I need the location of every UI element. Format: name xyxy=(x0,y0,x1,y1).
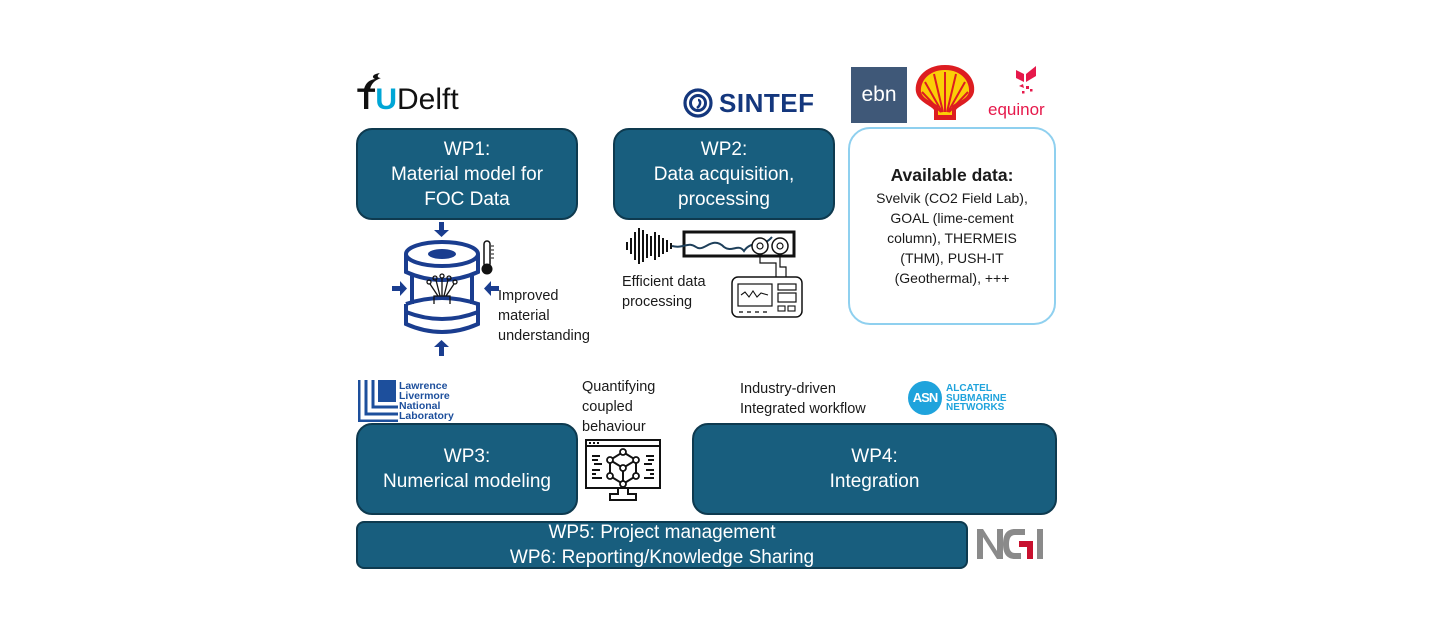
asn-line: ALCATEL xyxy=(946,383,992,394)
wp1-title: WP1: xyxy=(443,138,491,160)
ebn-wordmark: ebn xyxy=(861,83,897,106)
available-data-line: column), THERMEIS xyxy=(887,230,1017,246)
wp2-title: WP2: xyxy=(700,138,748,160)
available-data-line: (Geothermal), +++ xyxy=(894,270,1010,286)
sintef-wordmark: SINTEF xyxy=(719,88,815,118)
llnl-logo: Lawrence Livermore National Laboratory xyxy=(358,380,468,422)
llnl-mark-icon xyxy=(358,380,398,422)
wp3-box: WP3: Numerical modeling xyxy=(356,423,578,515)
equinor-logo: equinor xyxy=(984,64,1045,122)
thermometer-icon xyxy=(481,240,494,275)
caption-line: Improved xyxy=(498,288,559,304)
asn-line: SUBMARINE xyxy=(946,392,1007,404)
wp3-title: WP3: xyxy=(443,446,491,467)
llnl-line: National xyxy=(399,400,441,412)
tudelft-logo: TUDelft xyxy=(357,72,467,116)
sample-cell-icon xyxy=(392,222,499,356)
ngi-logo xyxy=(977,529,1043,559)
wp4-title: WP4: xyxy=(851,446,898,467)
wp3-outcome-caption: Quantifying coupled behaviour xyxy=(582,377,655,437)
caption-line: Quantifying xyxy=(582,379,656,395)
flame-icon xyxy=(364,73,381,89)
available-data-line: GOAL (lime-cement xyxy=(890,210,1014,226)
caption-line: Efficient data xyxy=(622,274,706,290)
shell-logo xyxy=(915,65,975,120)
caption-line: Integrated workflow xyxy=(740,401,866,417)
wp5-wp6-bar: WP5: Project management WP6: Reporting/K… xyxy=(356,521,968,569)
available-data-line: (THM), PUSH-IT xyxy=(900,250,1004,266)
wp6-label: WP6: Reporting/Knowledge Sharing xyxy=(509,547,815,568)
caption-line: coupled xyxy=(582,399,633,415)
wp4-line-1: Integration xyxy=(829,471,920,492)
sintef-mark-icon xyxy=(683,88,713,118)
equinor-star-icon xyxy=(1016,66,1036,94)
caption-line: Industry-driven xyxy=(740,381,836,397)
wp1-line-2: FOC Data xyxy=(424,188,510,210)
caption-line: understanding xyxy=(498,328,590,344)
computer-model-icon xyxy=(585,439,661,501)
sintef-logo: SINTEF xyxy=(683,87,828,119)
wp4-outcome-caption: Industry-driven Integrated workflow xyxy=(740,379,866,419)
wp2-line-2: processing xyxy=(678,188,770,210)
wp3-line-1: Numerical modeling xyxy=(383,471,551,492)
wp1-line-1: Material model for xyxy=(390,163,544,185)
wp2-line-1: Data acquisition, xyxy=(653,163,795,185)
available-data-box: Available data: Svelvik (CO2 Field Lab),… xyxy=(848,127,1056,325)
llnl-line: Laboratory xyxy=(399,410,454,422)
asn-mark-text: ASN xyxy=(912,390,938,405)
fiber-interrogator-icon xyxy=(672,230,803,318)
ebn-logo: ebn xyxy=(851,67,907,123)
waveform-icon xyxy=(626,228,672,264)
caption-line: processing xyxy=(622,294,693,310)
tudelft-t: T xyxy=(357,83,376,116)
llnl-line: Lawrence xyxy=(399,380,448,392)
wp5-label: WP5: Project management xyxy=(548,522,776,543)
tudelft-delft: Delft xyxy=(397,83,459,116)
equinor-wordmark: equinor xyxy=(988,100,1045,119)
llnl-line: Livermore xyxy=(399,390,450,402)
tudelft-u: U xyxy=(375,83,397,116)
wp2-outcome-caption: Efficient data processing xyxy=(622,272,706,312)
available-data-line: Svelvik (CO2 Field Lab), xyxy=(876,190,1028,206)
asn-line: NETWORKS xyxy=(946,402,1005,413)
wp1-box: WP1: Material model for FOC Data xyxy=(356,128,578,220)
wp4-box: WP4: Integration xyxy=(692,423,1057,515)
wp2-box: WP2: Data acquisition, processing xyxy=(613,128,835,220)
wp1-outcome-caption: Improved material understanding xyxy=(498,286,590,346)
available-data-title: Available data: xyxy=(890,165,1014,185)
asn-mark-icon: ASN xyxy=(908,381,942,415)
caption-line: behaviour xyxy=(582,419,646,435)
asn-logo: ASN ALCATEL SUBMARINE NETWORKS xyxy=(908,381,1018,415)
caption-line: material xyxy=(498,308,550,324)
